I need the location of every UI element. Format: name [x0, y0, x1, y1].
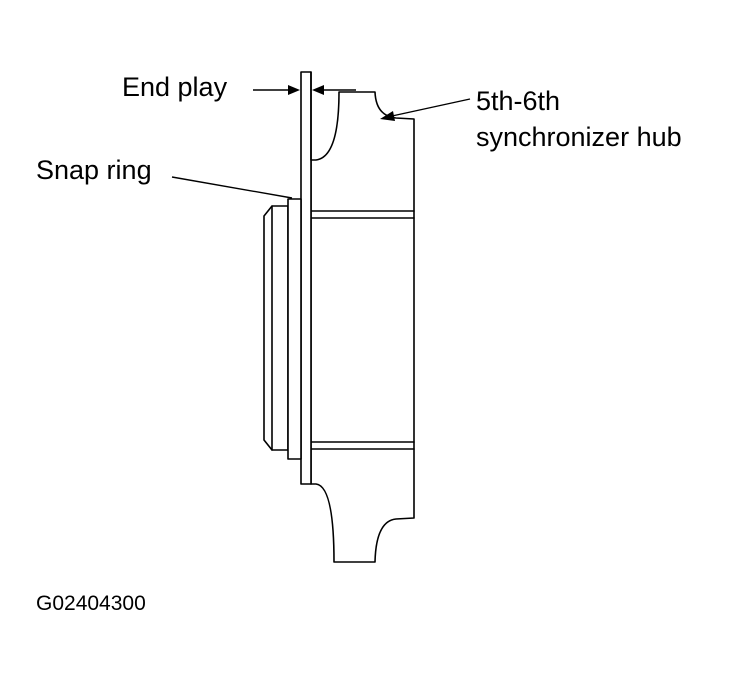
hub-leader — [380, 98, 471, 121]
hub-leader-line — [391, 98, 471, 117]
hub-label-line-2: synchronizer hub — [476, 122, 682, 152]
end-play-right-arrowhead — [312, 85, 324, 95]
end-play-dimension — [253, 85, 356, 95]
shaft-end — [263, 205, 289, 451]
snap-ring-leader — [171, 176, 293, 199]
gear-plate — [300, 71, 312, 485]
hub-label-line-1: 5th-6th — [476, 86, 561, 116]
gear-plate-body — [300, 71, 312, 485]
hub-outline — [310, 91, 415, 563]
end-play-left-arrowhead — [288, 85, 300, 95]
snap-ring-shape — [287, 198, 302, 460]
snap-ring-label: Snap ring — [36, 155, 152, 185]
figure-code: G02404300 — [36, 592, 146, 615]
hub-leader-arrowhead — [380, 111, 395, 121]
end-play-label: End play — [122, 72, 228, 102]
synchronizer-hub — [310, 91, 415, 563]
